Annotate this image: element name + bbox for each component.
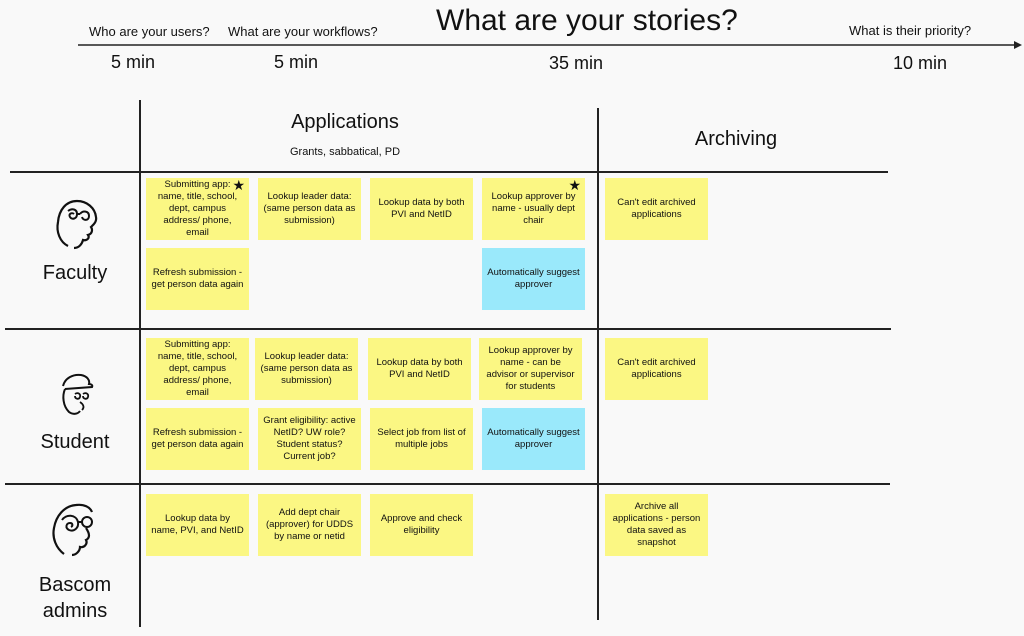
sticky-text: Lookup leader data: (same person data as…: [263, 191, 356, 226]
sticky-note[interactable]: ★ Submitting app: name, title, school, d…: [146, 178, 249, 240]
sticky-note[interactable]: Lookup leader data: (same person data as…: [255, 338, 358, 400]
sticky-text: Submitting app: name, title, school, dep…: [157, 339, 238, 398]
grid-vline-left: [139, 100, 141, 627]
row-label-student: Student: [40, 431, 110, 453]
sticky-note[interactable]: Lookup approver by name - can be advisor…: [479, 338, 582, 400]
grid-hline-3: [5, 483, 890, 485]
sticky-note[interactable]: Grant eligibility: active NetID? UW role…: [258, 408, 361, 470]
column-title-applications: Applications: [291, 111, 399, 133]
sticky-note[interactable]: Can't edit archived applications: [605, 338, 708, 400]
face-with-cap-icon: [62, 373, 94, 415]
sticky-note[interactable]: Can't edit archived applications: [605, 178, 708, 240]
timeline-question-stories: What are your stories?: [436, 4, 738, 37]
grid-hline-2: [5, 328, 891, 330]
timeline-time-priority: 10 min: [893, 53, 948, 73]
timeline-time-users: 5 min: [111, 52, 156, 72]
sticky-note[interactable]: Submitting app: name, title, school, dep…: [146, 338, 249, 400]
timeline-question-workflows: What are your workflows?: [228, 24, 378, 39]
sticky-text: Refresh submission - get person data aga…: [151, 427, 244, 450]
face-with-glasses-icon: [52, 503, 94, 557]
timeline-question-users: Who are your users?: [89, 24, 210, 39]
star-icon: ★: [232, 177, 245, 193]
sticky-text: Lookup approver by name - can be advisor…: [486, 345, 575, 392]
sticky-text: Archive all applications - person data s…: [612, 501, 701, 548]
column-title-archiving: Archiving: [694, 128, 778, 150]
sticky-note[interactable]: Add dept chair (approver) for UDDS by na…: [258, 494, 361, 556]
sticky-note[interactable]: Automatically suggest approver: [482, 408, 585, 470]
sticky-note[interactable]: Lookup data by both PVI and NetID: [368, 338, 471, 400]
timeline-arrow: [78, 41, 1022, 49]
sticky-text: Grant eligibility: active NetID? UW role…: [263, 415, 356, 462]
grid-vline-middle: [597, 108, 599, 620]
sticky-note[interactable]: ★ Lookup approver by name - usually dept…: [482, 178, 585, 240]
sticky-note[interactable]: Refresh submission - get person data aga…: [146, 408, 249, 470]
sticky-text: Can't edit archived applications: [617, 197, 696, 220]
sticky-text: Submitting app: name, title, school, dep…: [157, 179, 238, 238]
sticky-text: Can't edit archived applications: [617, 357, 696, 380]
sticky-text: Select job from list of multiple jobs: [377, 427, 466, 450]
sticky-note[interactable]: Refresh submission - get person data aga…: [146, 248, 249, 310]
sticky-note[interactable]: Lookup data by both PVI and NetID: [370, 178, 473, 240]
sticky-note[interactable]: Lookup data by name, PVI, and NetID: [146, 494, 249, 556]
sticky-text: Refresh submission - get person data aga…: [151, 267, 244, 290]
sticky-text: Approve and check eligibility: [380, 513, 463, 536]
star-icon: ★: [568, 177, 581, 193]
sticky-text: Lookup data by both PVI and NetID: [376, 357, 463, 380]
sticky-note[interactable]: Select job from list of multiple jobs: [370, 408, 473, 470]
grid-hline-1: [10, 171, 888, 173]
row-label-faculty: Faculty: [42, 262, 108, 284]
timeline-time-workflows: 5 min: [274, 52, 319, 72]
sticky-text: Add dept chair (approver) for UDDS by na…: [265, 507, 354, 542]
sticky-text: Automatically suggest approver: [487, 427, 580, 450]
timeline-time-stories: 35 min: [549, 53, 604, 73]
sticky-text: Lookup approver by name - usually dept c…: [491, 191, 576, 226]
sticky-text: Automatically suggest approver: [487, 267, 580, 290]
row-label-admins: Bascom admins: [38, 574, 112, 622]
column-subtitle-applications: Grants, sabbatical, PD: [289, 146, 401, 158]
timeline-question-priority: What is their priority?: [849, 23, 972, 38]
sticky-text: Lookup data by name, PVI, and NetID: [151, 513, 244, 536]
sticky-note[interactable]: Approve and check eligibility: [370, 494, 473, 556]
sticky-text: Lookup data by both PVI and NetID: [378, 197, 465, 220]
face-profile-icon: [56, 199, 98, 250]
sticky-note[interactable]: Archive all applications - person data s…: [605, 494, 708, 556]
sticky-note[interactable]: Automatically suggest approver: [482, 248, 585, 310]
sticky-note[interactable]: Lookup leader data: (same person data as…: [258, 178, 361, 240]
sticky-text: Lookup leader data: (same person data as…: [260, 351, 353, 386]
